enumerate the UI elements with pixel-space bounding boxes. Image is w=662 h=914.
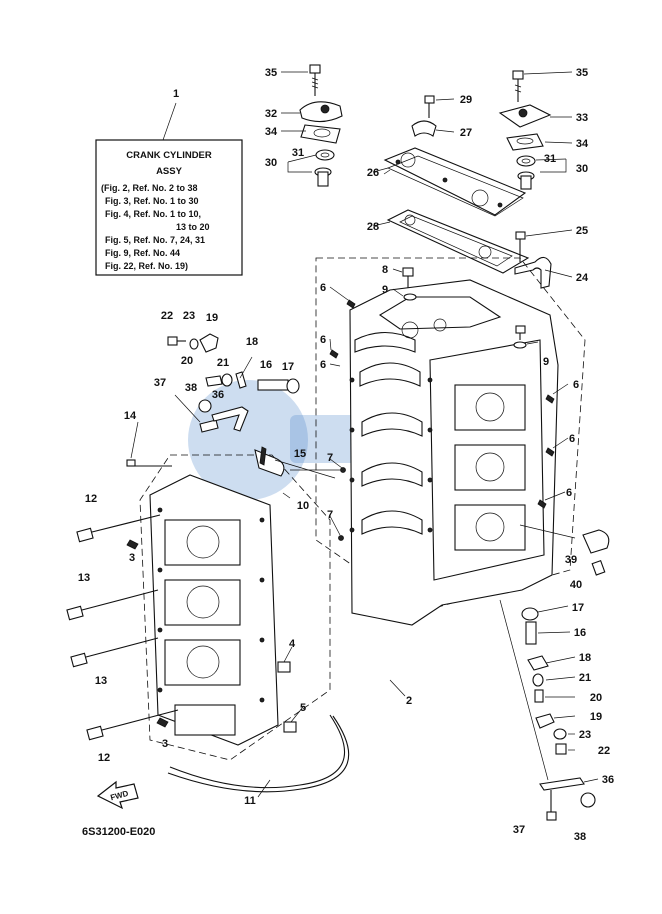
callout-29: 29	[460, 94, 472, 106]
callout-30: 30	[265, 157, 277, 169]
callout-19-right: 19	[590, 711, 602, 723]
right-lower-parts	[499, 524, 610, 821]
callout-34: 34	[265, 126, 278, 138]
callout-36: 36	[212, 389, 224, 401]
callout-23: 23	[183, 310, 195, 322]
callout-7b: 7	[327, 509, 333, 521]
callout-1: 1	[173, 88, 179, 100]
box-title-1: CRANK CYLINDER	[126, 150, 212, 161]
callout-5: 5	[300, 702, 306, 714]
callout-17-right: 17	[572, 602, 584, 614]
callout-38-right: 38	[574, 831, 586, 843]
cylinder-block	[315, 257, 586, 626]
callout-10: 10	[297, 500, 309, 512]
callouts: 1 35 32 34 31 30 29 27 26 28 35 33 34 31…	[78, 67, 614, 843]
gasket-28	[386, 209, 530, 274]
callout-12b: 12	[98, 752, 110, 764]
callout-31: 31	[292, 147, 304, 159]
callout-3a: 3	[129, 552, 135, 564]
callout-19: 19	[206, 312, 218, 324]
callout-40: 40	[570, 579, 582, 591]
top-right-parts	[498, 70, 567, 190]
callout-24: 24	[576, 272, 589, 284]
callout-26: 26	[367, 167, 379, 179]
callout-21: 21	[217, 357, 229, 369]
callout-18-right: 18	[579, 652, 591, 664]
callout-8: 8	[382, 264, 388, 276]
box-ref-2: Fig. 4, Ref. No. 1 to 10,	[105, 209, 201, 219]
callout-14: 14	[124, 410, 137, 422]
callout-16-right: 16	[574, 627, 586, 639]
crankcase-bolts	[66, 459, 297, 741]
callout-13b: 13	[95, 675, 107, 687]
callout-13a: 13	[78, 572, 90, 584]
callout-30-right: 30	[576, 163, 588, 175]
box-ref-6: Fig. 22, Ref. No. 19)	[105, 261, 188, 271]
callout-7a: 7	[327, 452, 333, 464]
callout-32: 32	[265, 108, 277, 120]
callout-4: 4	[289, 638, 296, 650]
callout-6f: 6	[566, 487, 572, 499]
callout-31-right: 31	[544, 153, 556, 165]
fwd-arrow: FWD	[96, 780, 139, 810]
small-fasteners-right	[329, 267, 555, 541]
callout-33: 33	[576, 112, 588, 124]
callout-36-right: 36	[602, 774, 614, 786]
callout-16: 16	[260, 359, 272, 371]
box-ref-4: Fig. 5, Ref. No. 7, 24, 31	[105, 235, 205, 245]
callout-6e: 6	[569, 433, 575, 445]
box-ref-1: Fig. 3, Ref. No. 1 to 30	[105, 196, 199, 206]
callout-15: 15	[294, 448, 306, 460]
box-title-2: ASSY	[156, 166, 183, 177]
callout-6a: 6	[320, 282, 326, 294]
callout-12a: 12	[85, 493, 97, 505]
callout-38: 38	[185, 382, 197, 394]
box-ref-3: 13 to 20	[176, 222, 210, 232]
box-ref-5: Fig. 9, Ref. No. 44	[105, 248, 180, 258]
callout-21-right: 21	[579, 672, 591, 684]
callout-11: 11	[244, 795, 256, 807]
box-ref-0: (Fig. 2, Ref. No. 2 to 38	[101, 183, 198, 193]
parts-29-27	[411, 95, 437, 137]
callout-18: 18	[246, 336, 258, 348]
left-upper-parts	[167, 333, 340, 479]
callout-2: 2	[406, 695, 412, 707]
callout-35-right: 35	[576, 67, 588, 79]
callout-6d: 6	[573, 379, 579, 391]
callout-22: 22	[161, 310, 173, 322]
callout-39: 39	[565, 554, 577, 566]
hose-11	[167, 714, 350, 793]
callout-3b: 3	[162, 738, 168, 750]
callout-23-right: 23	[579, 729, 591, 741]
callout-6c: 6	[320, 359, 326, 371]
callout-28: 28	[367, 221, 379, 233]
info-box: CRANK CYLINDER ASSY (Fig. 2, Ref. No. 2 …	[95, 102, 243, 276]
leader-lines	[130, 71, 599, 798]
diagram-code: 6S31200-E020	[82, 826, 155, 838]
callout-17: 17	[282, 361, 294, 373]
callout-20-right: 20	[590, 692, 602, 704]
parts-25-24	[514, 231, 552, 289]
cover-26	[383, 147, 527, 217]
callout-37-right: 37	[513, 824, 525, 836]
top-left-parts	[287, 64, 343, 187]
callout-27: 27	[460, 127, 472, 139]
callout-9: 9	[382, 284, 388, 296]
callout-37: 37	[154, 377, 166, 389]
callout-34-right: 34	[576, 138, 589, 150]
callout-35: 35	[265, 67, 277, 79]
callout-9-right: 9	[543, 356, 549, 368]
callout-20: 20	[181, 355, 193, 367]
callout-25: 25	[576, 225, 588, 237]
callout-22-right: 22	[598, 745, 610, 757]
callout-6b: 6	[320, 334, 326, 346]
